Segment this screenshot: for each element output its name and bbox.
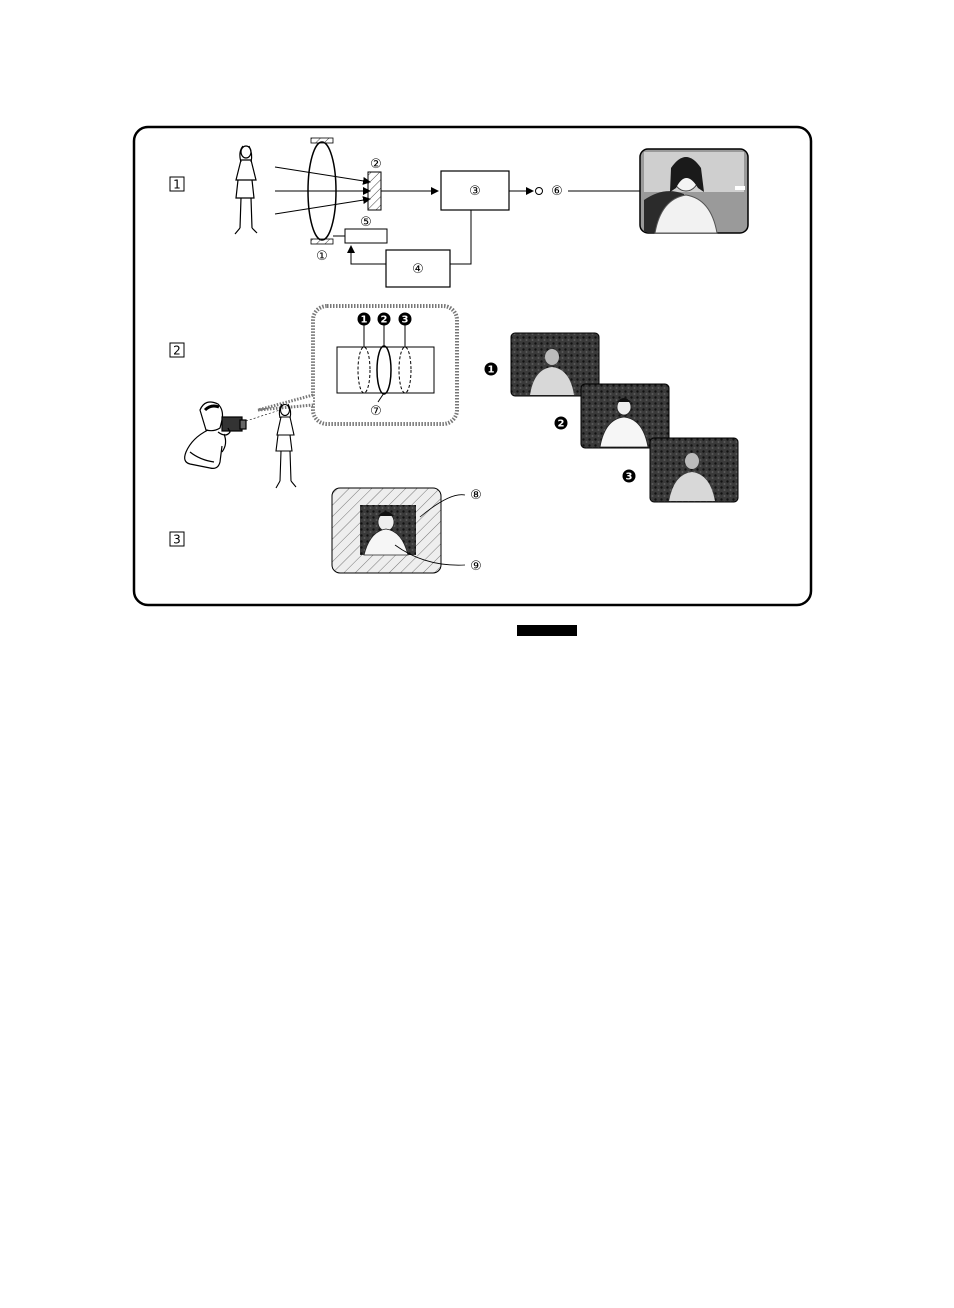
section-number: 1 xyxy=(173,178,181,192)
callout-3: ③ xyxy=(469,184,481,199)
motor-box xyxy=(345,229,387,243)
callout-7: ⑦ xyxy=(370,404,382,419)
callout-5: ⑤ xyxy=(360,215,372,230)
callout-8: ⑧ xyxy=(470,488,482,503)
image-sensor-icon xyxy=(368,172,381,210)
callout-6: ⑥ xyxy=(551,184,563,199)
marker-3-text: 3 xyxy=(402,315,409,326)
callout-2: ② xyxy=(370,157,382,172)
marker-2-text: 2 xyxy=(381,315,388,326)
photo-1-label: 1 xyxy=(488,365,495,376)
callout-1: ① xyxy=(316,249,328,264)
section-number: 2 xyxy=(173,344,181,358)
callout-4: ④ xyxy=(412,262,424,277)
lens-mount-bottom xyxy=(311,239,333,244)
tv-monitor-photo xyxy=(640,149,748,233)
marker-1-text: 1 xyxy=(361,315,368,326)
photo-3-label: 3 xyxy=(626,472,633,483)
photo-position-3 xyxy=(650,438,738,502)
redaction-bar xyxy=(517,625,577,636)
callout-9: ⑨ xyxy=(470,559,482,574)
photo-2-label: 2 xyxy=(558,419,565,430)
lens-barrel xyxy=(337,347,434,393)
lens-mount-top xyxy=(311,138,333,143)
output-terminal xyxy=(536,188,543,195)
section-number: 3 xyxy=(173,533,181,547)
